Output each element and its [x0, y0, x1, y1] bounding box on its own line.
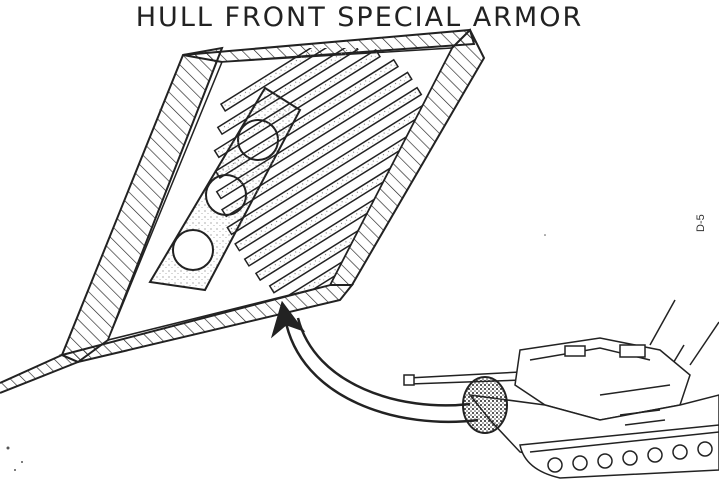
callout-arrow — [270, 300, 479, 424]
diagram-title: HULL FRONT SPECIAL ARMOR — [135, 2, 584, 33]
tank-illustration — [403, 299, 719, 479]
hull-armor-frame — [0, 28, 486, 394]
tube-circle-3 — [172, 229, 214, 271]
print-specks — [6, 109, 546, 471]
special-armor-plates — [213, 48, 448, 327]
callout-arrow-inner — [296, 317, 471, 407]
armor-cutaway-marker — [462, 376, 508, 434]
